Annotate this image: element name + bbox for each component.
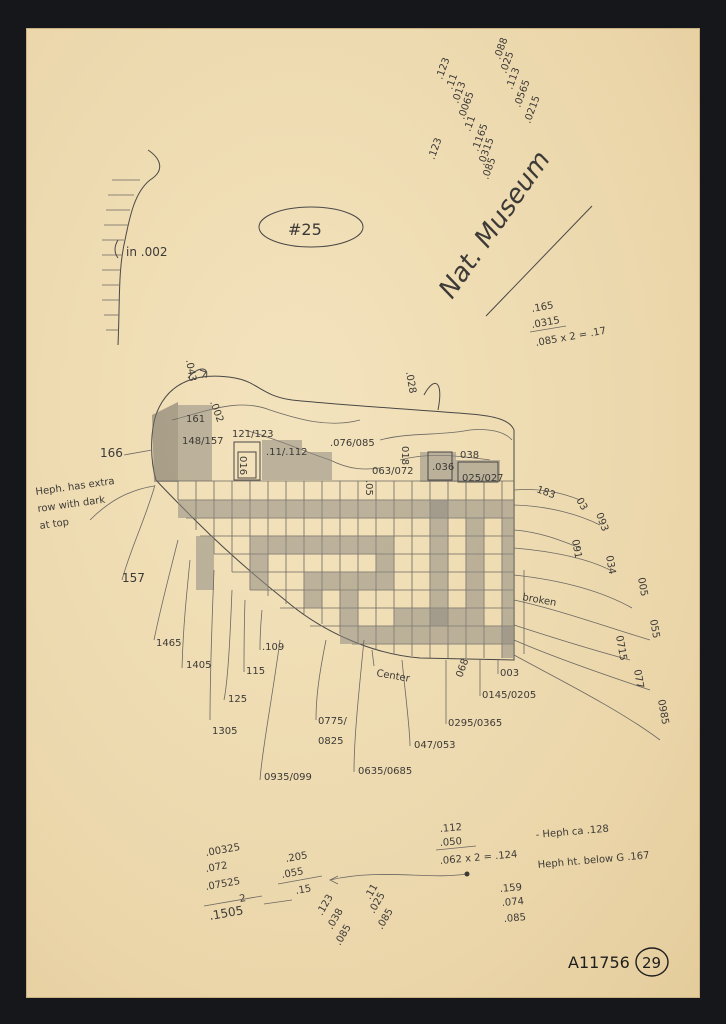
- svg-text:.072: .072: [205, 860, 229, 875]
- side-note: Heph. has extra row with dark at top: [35, 476, 155, 532]
- calc-top: .123: [427, 136, 445, 161]
- svg-text:.11/.112: .11/.112: [266, 447, 308, 458]
- svg-text:.11: .11: [444, 72, 460, 91]
- accession-id: A11756: [568, 953, 630, 972]
- svg-text:.05: .05: [363, 480, 374, 496]
- svg-text:Heph ht. below G .167: Heph ht. below G .167: [537, 850, 650, 871]
- meander-pattern: [178, 500, 514, 658]
- svg-text:183: 183: [535, 484, 557, 501]
- svg-text:0715: 0715: [613, 635, 628, 662]
- svg-text:003: 003: [500, 668, 519, 679]
- svg-text:.109: .109: [262, 642, 284, 653]
- svg-text:row with dark: row with dark: [37, 495, 106, 515]
- svg-text:0145/0205: 0145/0205: [482, 690, 536, 701]
- interior-labels: .043 .028 161 .002 148/157 121/123 .11/.…: [100, 359, 504, 496]
- svg-text:055: 055: [647, 619, 661, 640]
- accession-stamp: A11756 29: [568, 947, 669, 977]
- svg-text:at top: at top: [39, 517, 70, 532]
- svg-text:.074: .074: [501, 896, 524, 909]
- svg-text:166: 166: [100, 446, 123, 460]
- svg-text:.050: .050: [439, 836, 462, 849]
- svg-text:1405: 1405: [186, 660, 211, 671]
- svg-text:.07525: .07525: [205, 876, 241, 893]
- svg-text:- Heph ca .128: - Heph ca .128: [535, 824, 609, 841]
- svg-text:.062 x 2 = .124: .062 x 2 = .124: [439, 849, 518, 867]
- right-leaders: [513, 489, 661, 741]
- svg-text:0825: 0825: [318, 736, 343, 747]
- page-number: 29: [642, 954, 661, 972]
- svg-text:0295/0365: 0295/0365: [448, 718, 502, 729]
- svg-text:018: 018: [399, 446, 410, 465]
- svg-text:0635/0685: 0635/0685: [358, 766, 412, 777]
- svg-text:.0315: .0315: [531, 315, 561, 331]
- svg-text:093: 093: [593, 511, 610, 533]
- svg-text:.112: .112: [439, 822, 462, 835]
- svg-text:.205: .205: [285, 850, 309, 865]
- svg-text:.085: .085: [503, 912, 526, 925]
- svg-text:.028: .028: [403, 371, 418, 395]
- svg-text:0985: 0985: [655, 699, 670, 726]
- svg-text:091: 091: [569, 539, 583, 560]
- catalog-label: #25: [258, 206, 364, 248]
- svg-text:005: 005: [635, 577, 649, 598]
- svg-text:148/157: 148/157: [182, 436, 224, 447]
- svg-text:.00325: .00325: [205, 842, 241, 859]
- calc-bottom-left: .00325 .072 .07525 2 .1505 .205 .055 .15…: [203, 842, 470, 948]
- svg-text:115: 115: [246, 666, 265, 677]
- svg-text:1465: 1465: [156, 638, 181, 649]
- svg-text:068: 068: [454, 657, 471, 679]
- svg-text:.055: .055: [281, 866, 305, 881]
- svg-text:016: 016: [237, 456, 248, 475]
- svg-text:121/123: 121/123: [232, 429, 274, 440]
- svg-text:.123: .123: [427, 136, 445, 161]
- svg-text:.165: .165: [531, 300, 555, 315]
- svg-text:0775/: 0775/: [318, 716, 347, 727]
- calc-top-col1: .123 .11 .013 .0065 .11 .1165 .0315 .085: [434, 56, 498, 181]
- svg-text:077: 077: [631, 669, 645, 690]
- svg-text:038: 038: [460, 450, 479, 461]
- fragment-drawing: [151, 368, 515, 661]
- svg-text:047/053: 047/053: [414, 740, 456, 751]
- svg-text:034: 034: [603, 555, 617, 576]
- svg-text:.1505: .1505: [208, 903, 244, 923]
- svg-text:.043: .043: [183, 359, 198, 383]
- left-dimension-labels: 157 1465 1405 .109 115 125 1305 0775/ 08…: [122, 571, 536, 783]
- profile-note: in .002: [126, 245, 167, 259]
- svg-text:.076/085: .076/085: [330, 438, 375, 449]
- svg-text:125: 125: [228, 694, 247, 705]
- profile-sketch: in .002: [102, 149, 167, 346]
- svg-text:.036: .036: [432, 462, 454, 473]
- museum-label: Nat. Museum: [433, 146, 593, 317]
- svg-text:1305: 1305: [212, 726, 237, 737]
- svg-text:Center: Center: [375, 668, 411, 685]
- catalog-number: #25: [288, 220, 322, 239]
- svg-text:.11: .11: [462, 114, 478, 133]
- svg-text:157: 157: [122, 571, 145, 585]
- svg-text:0935/099: 0935/099: [264, 772, 312, 783]
- calc-right: .165 .0315 .085 x 2 = .17: [529, 300, 607, 349]
- left-leaders: [121, 484, 499, 781]
- svg-text:.159: .159: [499, 882, 522, 895]
- svg-text:063/072: 063/072: [372, 466, 414, 477]
- svg-text:025/027: 025/027: [462, 473, 504, 484]
- svg-text:.15: .15: [295, 883, 313, 897]
- svg-text:161: 161: [186, 414, 205, 425]
- calc-top-col2: .088 .025 .113 .0565 .0215: [492, 36, 542, 125]
